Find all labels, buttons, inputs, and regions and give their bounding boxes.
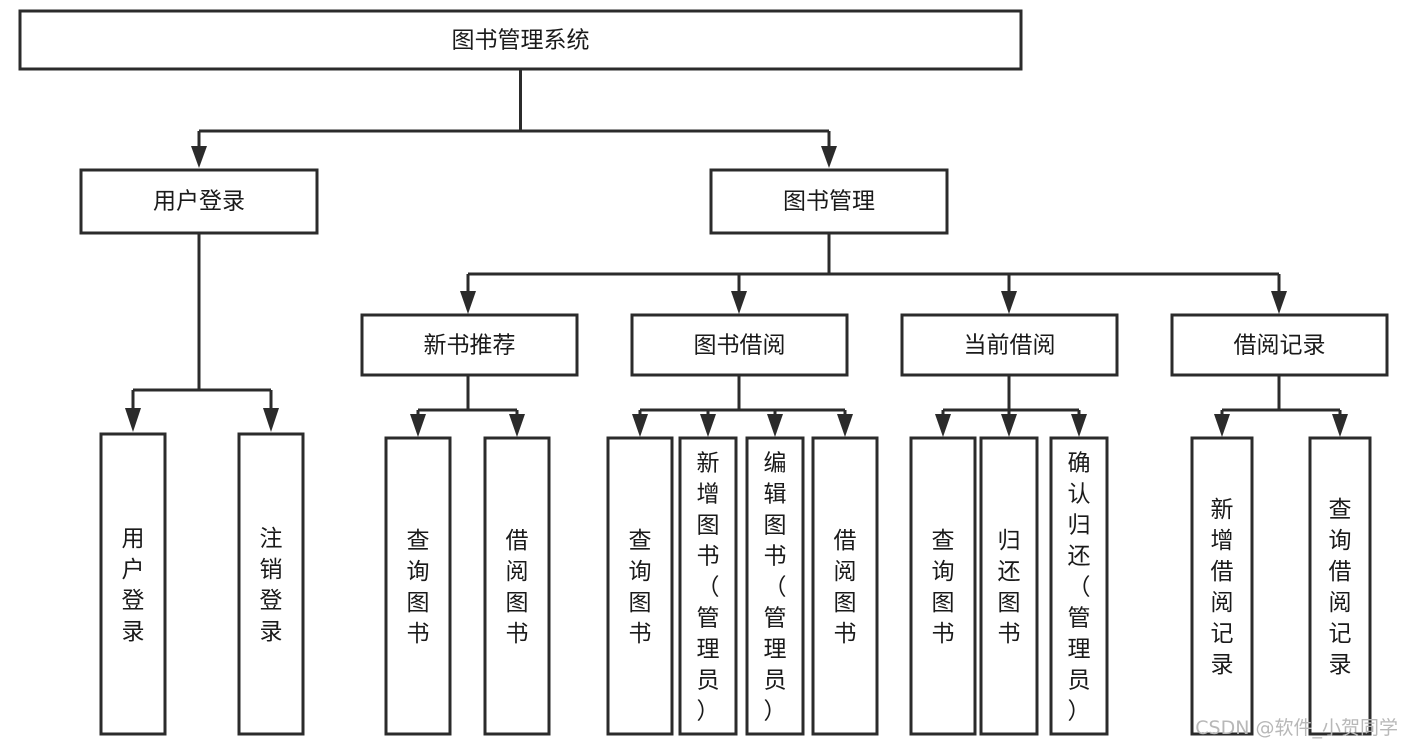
arrow-head-cb-leaf-2 bbox=[1001, 414, 1017, 437]
leaf-node-user-login-signin-label: 用户登录 bbox=[122, 526, 145, 645]
leaf-node-borrow-add-box[interactable] bbox=[678, 436, 738, 736]
leaf-node-user-login-signout-label: 注销登录 bbox=[260, 526, 283, 645]
leaf-node-current-return-box[interactable] bbox=[979, 436, 1039, 736]
leaf-node-borrow-lend[interactable]: 借阅图书 bbox=[811, 436, 879, 736]
watermark-label: CSDN @软件_小贺同学 bbox=[1195, 717, 1398, 739]
leaf-node-borrow-lend-box[interactable] bbox=[811, 436, 879, 736]
leaf-node-current-return-label: 归还图书 bbox=[998, 528, 1021, 647]
arrow-head-user-login bbox=[191, 146, 207, 168]
node-book-management-label: 图书管理 bbox=[783, 189, 875, 215]
arrow-head-borrow bbox=[731, 291, 747, 314]
leaf-node-borrow-lend-label: 借阅图书 bbox=[834, 528, 857, 647]
leaf-node-borrow-edit-label: 编辑图书（管理员） bbox=[764, 451, 787, 725]
leaf-node-records-add-label: 新增借阅记录 bbox=[1211, 497, 1234, 678]
leaf-node-newbooks-borrow[interactable]: 借阅图书 bbox=[483, 436, 551, 736]
leaf-node-user-login-signout-box[interactable] bbox=[237, 432, 305, 736]
leaf-node-records-query-box[interactable] bbox=[1308, 436, 1372, 736]
leaf-node-newbooks-query[interactable]: 查询图书 bbox=[384, 436, 452, 736]
leaf-node-current-query-box[interactable] bbox=[909, 436, 977, 736]
leaf-node-user-login-signin[interactable]: 用户登录 bbox=[99, 432, 167, 736]
arrow-head-nb-leaf-2 bbox=[509, 414, 525, 437]
leaf-node-newbooks-borrow-box[interactable] bbox=[483, 436, 551, 736]
leaf-node-borrow-add-label: 新增图书（管理员） bbox=[697, 451, 720, 725]
node-book-borrow[interactable]: 图书借阅 bbox=[630, 313, 849, 377]
node-root-system-box[interactable] bbox=[18, 9, 1023, 71]
arrow-head-new-books bbox=[460, 291, 476, 314]
arrow-head-bw-leaf-3 bbox=[767, 414, 783, 437]
arrow-head-ul-leaf-2 bbox=[263, 408, 279, 432]
node-user-login-label: 用户登录 bbox=[153, 189, 245, 215]
arrow-head-rc-leaf-2 bbox=[1332, 414, 1348, 437]
node-new-book-recommend-label: 新书推荐 bbox=[424, 333, 516, 359]
leaf-node-user-login-signout[interactable]: 注销登录 bbox=[237, 432, 305, 736]
leaf-node-newbooks-borrow-label: 借阅图书 bbox=[506, 528, 529, 647]
leaf-node-current-query-label: 查询图书 bbox=[932, 528, 955, 647]
leaf-node-borrow-query[interactable]: 查询图书 bbox=[606, 436, 674, 736]
leaf-node-current-return[interactable]: 归还图书 bbox=[979, 436, 1039, 736]
leaf-node-records-query-label: 查询借阅记录 bbox=[1329, 497, 1352, 678]
leaf-node-borrow-edit[interactable]: 编辑图书（管理员） bbox=[745, 436, 805, 736]
leaf-node-user-login-signin-box[interactable] bbox=[99, 432, 167, 736]
node-current-borrow[interactable]: 当前借阅 bbox=[900, 313, 1119, 377]
leaf-node-borrow-edit-box[interactable] bbox=[745, 436, 805, 736]
arrow-head-bw-leaf-1 bbox=[632, 414, 648, 437]
leaf-node-borrow-add[interactable]: 新增图书（管理员） bbox=[678, 436, 738, 736]
node-new-book-recommend-box[interactable] bbox=[360, 313, 579, 377]
arrow-head-records bbox=[1271, 291, 1287, 314]
leaf-node-records-query[interactable]: 查询借阅记录 bbox=[1308, 436, 1372, 736]
leaf-node-current-query[interactable]: 查询图书 bbox=[909, 436, 977, 736]
leaf-node-borrow-query-box[interactable] bbox=[606, 436, 674, 736]
node-borrow-records[interactable]: 借阅记录 bbox=[1170, 313, 1389, 377]
leaf-node-records-add[interactable]: 新增借阅记录 bbox=[1190, 436, 1254, 736]
leaf-node-current-confirm-return-box[interactable] bbox=[1049, 436, 1109, 736]
leaf-node-newbooks-query-label: 查询图书 bbox=[407, 528, 430, 647]
node-new-book-recommend[interactable]: 新书推荐 bbox=[360, 313, 579, 377]
leaf-node-current-confirm-return[interactable]: 确认归还（管理员） bbox=[1049, 436, 1109, 736]
node-borrow-records-label: 借阅记录 bbox=[1234, 333, 1326, 359]
node-book-management[interactable]: 图书管理 bbox=[709, 168, 949, 235]
arrow-head-bw-leaf-2 bbox=[700, 414, 716, 437]
arrow-head-cb-leaf-3 bbox=[1071, 414, 1087, 437]
node-current-borrow-label: 当前借阅 bbox=[964, 333, 1056, 359]
leaf-node-current-confirm-return-label: 确认归还（管理员） bbox=[1068, 451, 1091, 725]
arrow-head-cb-leaf-1 bbox=[935, 414, 951, 437]
node-current-borrow-box[interactable] bbox=[900, 313, 1119, 377]
arrow-head-book-mgmt bbox=[821, 146, 837, 168]
node-user-login[interactable]: 用户登录 bbox=[79, 168, 319, 235]
arrow-head-current bbox=[1001, 291, 1017, 314]
node-book-borrow-label: 图书借阅 bbox=[694, 333, 786, 359]
node-book-borrow-box[interactable] bbox=[630, 313, 849, 377]
arrow-head-nb-leaf-1 bbox=[410, 414, 426, 437]
node-borrow-records-box[interactable] bbox=[1170, 313, 1389, 377]
node-book-management-box[interactable] bbox=[709, 168, 949, 235]
node-user-login-box[interactable] bbox=[79, 168, 319, 235]
arrow-head-ul-leaf-1 bbox=[125, 408, 141, 432]
leaf-node-newbooks-query-box[interactable] bbox=[384, 436, 452, 736]
arrow-head-bw-leaf-4 bbox=[837, 414, 853, 437]
node-root-system-label: 图书管理系统 bbox=[452, 28, 590, 54]
leaf-node-records-add-box[interactable] bbox=[1190, 436, 1254, 736]
arrow-head-rc-leaf-1 bbox=[1214, 414, 1230, 437]
connector-layer bbox=[125, 69, 1348, 437]
leaf-node-borrow-query-label: 查询图书 bbox=[629, 528, 652, 647]
node-root-system[interactable]: 图书管理系统 bbox=[18, 9, 1023, 71]
